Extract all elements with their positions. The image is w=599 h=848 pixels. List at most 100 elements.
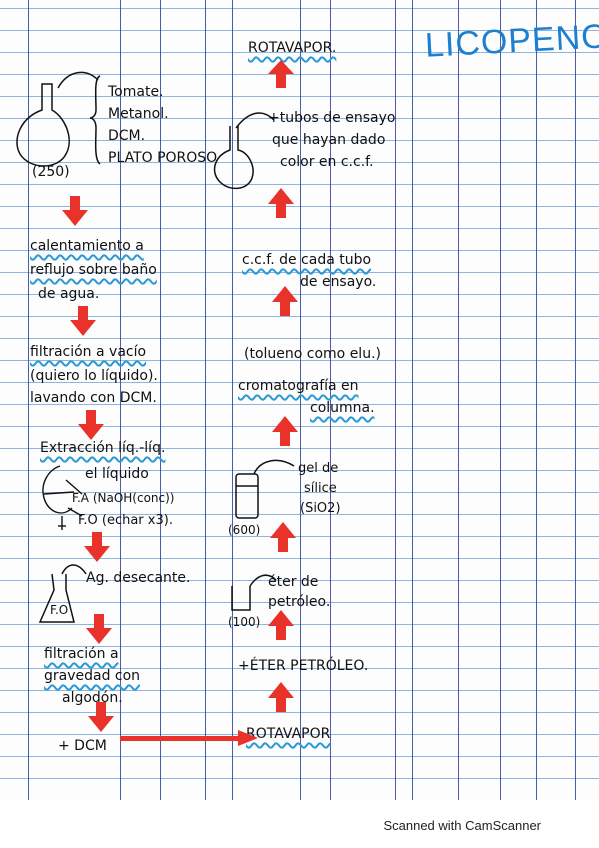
add-dcm: + DCM [58,738,107,754]
rule-line [0,294,599,295]
column-line [458,0,459,800]
rule-line [0,338,599,339]
rule-line [0,580,599,581]
add-ether: +ÉTER PETRÓLEO. [238,658,369,674]
rule-line [0,118,599,119]
up-arrow-icon [268,610,294,640]
rule-line [0,140,599,141]
column-line [120,0,121,800]
rule-line [0,96,599,97]
round-flask-icon [16,71,99,167]
rule-line [0,74,599,75]
down-arrows-left [62,196,114,732]
silica-line3: (SiO2) [300,501,341,516]
down-arrow-icon [86,614,112,644]
rule-line [0,382,599,383]
ingredient-dcm: DCM. [108,128,146,144]
down-arrow-icon [62,196,88,226]
rule-line [0,162,599,163]
column-line [160,0,161,800]
rule-line [0,514,599,515]
column-line [395,0,396,800]
column-line [330,0,331,800]
tlc-line1: c.c.f. de cada tubo [242,252,372,268]
step-gravity-filtration-line2: gravedad con [44,668,141,684]
tubes-line3: color en c.c.f. [280,154,374,170]
down-arrow-icon [88,702,114,732]
tubes-line1: +tubos de ensayo [268,110,396,126]
rule-line [0,8,599,9]
silica-line1: gel de [298,461,339,476]
column-line [28,0,29,800]
notebook-page: LICOPENO (250) Tomate. Metanol. DCM. PLA… [0,0,599,800]
step-reflux-line3: de agua. [38,286,100,302]
brace-icon [89,75,101,165]
column-line [300,0,301,800]
step-vacuum-filtration: filtración a vacío [30,344,147,360]
ingredient-tomate: Tomate. [108,84,164,100]
column-line [232,0,233,800]
scanner-watermark: Scanned with CamScanner [383,818,541,833]
silica-volume: (600) [228,523,261,537]
beaker-icon [231,574,277,611]
column-line [536,0,537,800]
extraction-liquid: el líquido [85,466,149,482]
round-flask-right-icon [213,112,275,190]
column-chromatography-line1: cromatografía en [238,378,359,394]
column-line [500,0,501,800]
chromatography-column-icon [235,459,295,519]
up-arrows-right [268,60,298,712]
column-line [575,0,576,800]
step-vacuum-note: (quiero lo líquido). [30,368,158,384]
rule-line [0,492,599,493]
rule-line [0,52,599,53]
step-gravity-filtration-line1: filtración a [44,646,119,662]
up-arrow-icon [268,682,294,712]
rule-line [0,778,599,779]
rule-line [0,184,599,185]
ingredient-plato-poroso: PLATO POROSO [108,150,218,166]
rule-line [0,470,599,471]
rule-line [0,206,599,207]
up-arrow-icon [272,416,298,446]
rule-line [0,734,599,735]
up-arrow-icon [272,286,298,316]
scanner-footer: Scanned with CamScanner [0,800,599,848]
rule-line [0,536,599,537]
rotavapor-top: ROTAVAPOR. [248,40,337,56]
rule-line [0,272,599,273]
extraction-fa: F.A (NaOH(conc)) [72,491,175,505]
column-chromatography-line2: columna. [310,400,375,416]
tubes-line2: que hayan dado [272,132,386,148]
ether-volume: (100) [228,615,261,629]
down-arrow-icon [78,410,104,440]
extraction-fo: F.O (echar x3). [78,513,173,528]
flask-volume: (250) [32,164,70,180]
drying-agent: Ag. desecante. [86,570,191,586]
up-arrow-icon [270,522,296,552]
rule-line [0,250,599,251]
rule-line [0,426,599,427]
rule-line [0,668,599,669]
ether-line2: petróleo. [268,594,331,610]
rule-line [0,30,599,31]
organic-phase-flask: F.O [50,603,69,617]
separatory-funnel-icon [42,465,83,530]
rule-line [0,624,599,625]
column-line [205,0,206,800]
rule-line [0,228,599,229]
tlc-line2: de ensayo. [300,274,377,290]
ether-line1: éter de [268,574,319,590]
eluent-note: (tolueno como elu.) [244,346,381,362]
step-reflux-line1: calentamiento a [30,238,144,254]
rule-line [0,756,599,757]
step-gravity-filtration-line3: algodón. [62,690,123,706]
ingredient-metanol: Metanol. [108,106,169,122]
rotavapor-bottom: ROTAVAPOR [246,726,331,742]
rule-line [0,690,599,691]
up-arrow-icon [268,60,294,88]
rule-line [0,316,599,317]
rule-line [0,558,599,559]
erlenmeyer-flask-icon [38,564,87,623]
rule-line [0,602,599,603]
